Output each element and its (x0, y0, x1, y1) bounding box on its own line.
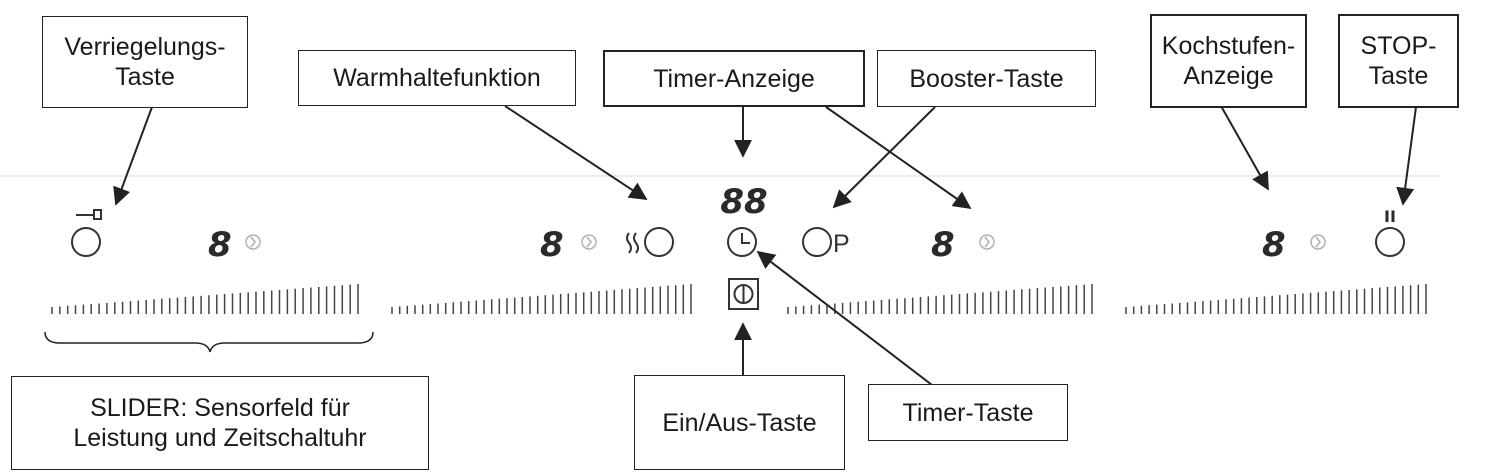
level-display-zone-3: 8 (931, 225, 955, 265)
label-timer-display: Timer-Anzeige (603, 50, 865, 107)
lock-button[interactable] (71, 227, 101, 257)
label-timer-key: Timer-Taste (868, 384, 1068, 441)
label-booster-key: Booster-Taste (877, 50, 1096, 107)
timer-dot-icon (581, 234, 597, 250)
timer-display: 88 (720, 182, 767, 222)
power-button[interactable] (728, 278, 759, 310)
stop-symbol: II (1384, 207, 1396, 226)
booster-label: P (833, 230, 850, 258)
label-level-display: Kochstufen-Anzeige (1150, 14, 1307, 108)
booster-button[interactable] (802, 227, 832, 257)
level-display-zone-4: 8 (1262, 225, 1286, 265)
arrow-lock (113, 106, 153, 206)
level-display-zone-1: 8 (208, 225, 232, 265)
level-display-zone-2: 8 (540, 225, 564, 265)
timer-dot-icon (979, 234, 995, 250)
keep-warm-icon (626, 232, 639, 254)
label-stop-key: STOP-Taste (1338, 14, 1459, 108)
arrow-timer-key (756, 250, 933, 386)
arrow-stop (1396, 106, 1417, 206)
label-keep-warm: Warmhaltefunktion (298, 50, 576, 106)
keep-warm-button[interactable] (644, 227, 674, 257)
label-power-key: Ein/Aus-Taste (634, 375, 845, 470)
arrow-level-display (1220, 105, 1269, 191)
timer-button[interactable] (727, 227, 757, 257)
arrow-timer-display-zone3 (825, 106, 972, 210)
label-lock-key: Verriegelungs-Taste (42, 16, 248, 108)
timer-dot-icon (245, 234, 261, 250)
clock-icon (741, 233, 750, 244)
slider-scales (51, 284, 1427, 314)
stop-button[interactable] (1375, 227, 1405, 257)
arrow-keep-warm (504, 105, 648, 200)
arrow-booster (832, 106, 936, 209)
lock-icon (76, 209, 102, 220)
timer-dot-icon (1310, 234, 1326, 250)
slider-brace (44, 331, 374, 353)
